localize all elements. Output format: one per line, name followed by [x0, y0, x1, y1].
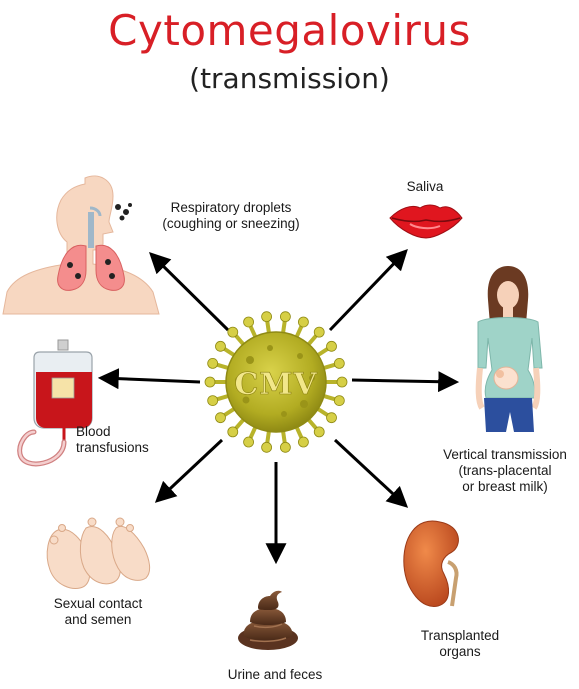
label-organs: Transplanted organs	[405, 628, 515, 660]
label-line: Blood	[76, 424, 176, 440]
virus-spike-knob	[334, 358, 344, 368]
label-sexual: Sexual contact and semen	[38, 596, 158, 628]
label-line: or breast milk)	[430, 479, 579, 495]
virus-spike-knob	[244, 437, 254, 447]
virus-spike-knob	[314, 327, 324, 337]
label-line: and semen	[38, 612, 158, 628]
virus-spike-knob	[298, 317, 308, 327]
virus-spike-knob	[327, 341, 337, 351]
virus-spike-knob	[334, 396, 344, 406]
pregnant-woman-icon	[478, 266, 542, 432]
virus-spike-knob	[205, 377, 215, 387]
virus-spike-knob	[215, 341, 225, 351]
label-line: Sexual contact	[38, 596, 158, 612]
virus-spike-knob	[280, 312, 290, 322]
virus-spike-knob	[280, 442, 290, 452]
virus-spike-knob	[215, 413, 225, 423]
label-line: Urine and feces	[200, 667, 350, 683]
arrow-saliva	[330, 252, 405, 330]
label-respiratory: Respiratory droplets (coughing or sneezi…	[146, 200, 316, 232]
virus-spike-knob	[262, 442, 272, 452]
lips-icon	[390, 205, 462, 238]
arrow-blood	[102, 378, 200, 382]
virus-label: CMV	[234, 367, 317, 402]
label-line: Vertical transmission	[430, 447, 579, 463]
label-line: transfusions	[76, 440, 176, 456]
arrow-respiratory	[152, 255, 228, 330]
label-line: Transplanted	[405, 628, 515, 644]
label-saliva: Saliva	[395, 179, 455, 195]
virus-spike-knob	[298, 437, 308, 447]
label-vertical: Vertical transmission (trans-placental o…	[430, 447, 579, 495]
feet-icon	[47, 518, 149, 588]
label-line: Respiratory droplets	[146, 200, 316, 216]
virus-spike-knob	[244, 317, 254, 327]
virus-spike-knob	[228, 327, 238, 337]
virus-spike-knob	[228, 427, 238, 437]
virus-spike-knob	[262, 312, 272, 322]
kidney-icon	[404, 521, 459, 607]
virus-spike-knob	[337, 377, 347, 387]
virus-spike-knob	[327, 413, 337, 423]
label-line: organs	[405, 644, 515, 660]
label-line: Saliva	[395, 179, 455, 195]
lungs-icon	[3, 176, 159, 314]
virus-spike-knob	[314, 427, 324, 437]
virus-spot	[246, 356, 254, 364]
virus-spike-knob	[208, 396, 218, 406]
virus-spot	[281, 411, 287, 417]
label-urine: Urine and feces	[200, 667, 350, 683]
virus-spot	[267, 345, 273, 351]
arrow-organs	[335, 440, 405, 505]
virus-spike-knob	[208, 358, 218, 368]
label-line: (trans-placental	[430, 463, 579, 479]
virus-spot	[297, 353, 303, 359]
label-line: (coughing or sneezing)	[146, 216, 316, 232]
arrow-vertical	[352, 380, 455, 382]
feces-icon	[238, 591, 298, 650]
label-blood: Blood transfusions	[76, 424, 176, 456]
